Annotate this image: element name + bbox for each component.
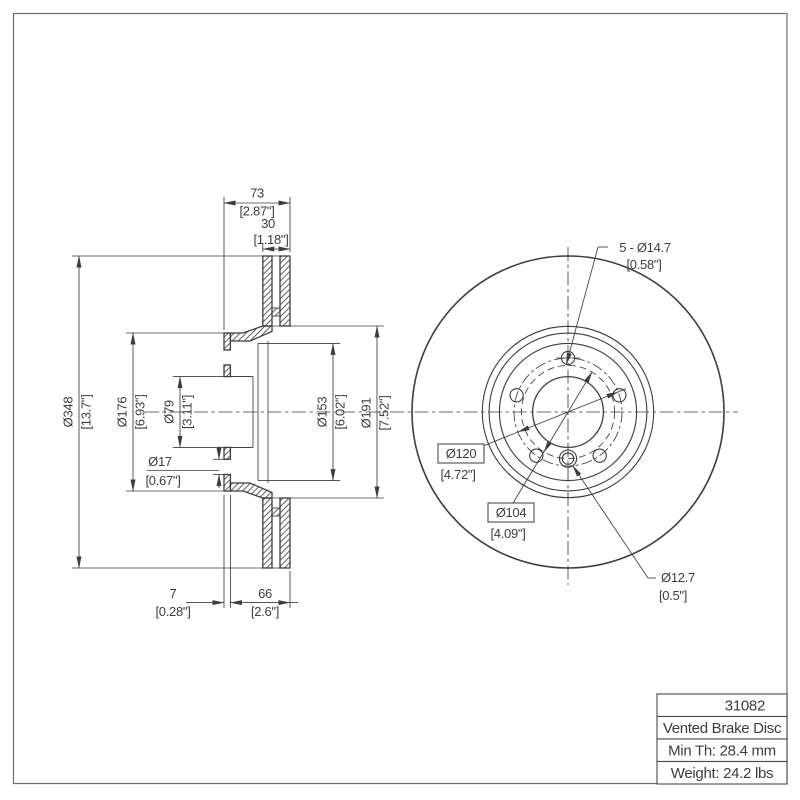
title-block-cells <box>656 693 788 785</box>
dim-66-mm: 66 <box>258 586 272 601</box>
dim-30-in: [1.18"] <box>253 232 288 247</box>
dim-79-mm: Ø79 <box>162 400 177 424</box>
dim-bolt-holes-in: [0.58"] <box>626 257 661 272</box>
dim-line-104-ext <box>511 451 545 506</box>
inboard-plate-lower <box>262 497 273 569</box>
leader-bolt-holes <box>565 246 599 365</box>
dim-17-in: [0.67"] <box>145 473 180 488</box>
dim-7-mm: 7 <box>170 586 177 601</box>
front-view-leaders <box>483 246 656 579</box>
bolt-hole <box>592 448 607 463</box>
set-screw-hole-inner <box>561 452 575 465</box>
hat-neck-upper <box>229 325 273 342</box>
title-block: 31082 Vented Brake Disc Min Th: 28.4 mm … <box>656 693 788 785</box>
dim-120-in: [4.72"] <box>440 467 475 482</box>
dim-104-box <box>487 502 535 523</box>
hat-face-seg4 <box>223 473 232 492</box>
recess-circle <box>498 342 638 482</box>
section-view <box>223 255 291 569</box>
title-block-row-weight <box>656 760 788 785</box>
dim-348-mm: Ø348 <box>61 397 76 428</box>
outboard-plate-lower <box>279 497 291 569</box>
outboard-plate-upper <box>279 255 291 327</box>
dim-120-mm: Ø120 <box>446 446 477 461</box>
dim-line-120-tail <box>617 388 627 393</box>
inboard-plate-upper <box>262 255 273 327</box>
dim-191-mm: Ø191 <box>359 398 374 429</box>
dim-153-in: [6.02"] <box>333 394 348 429</box>
dim-66-in: [2.6"] <box>251 604 279 619</box>
dim-79-in: [3.11"] <box>180 395 195 429</box>
dim-bolt-holes-mm: 5 - Ø14.7 <box>619 240 671 255</box>
dim-30-mm: 30 <box>261 216 275 231</box>
dim-17-mm: Ø17 <box>148 454 172 469</box>
front-view-labels: 5 - Ø14.7 [0.58"] Ø120 [4.72"] Ø104 [4.0… <box>440 240 695 603</box>
disc-outer-circle <box>411 255 725 569</box>
hat-face-seg2 <box>223 364 232 378</box>
dim-7-in: [0.28"] <box>155 604 190 619</box>
front-view: 5 - Ø14.7 [0.58"] Ø120 [4.72"] Ø104 [4.0… <box>411 240 725 603</box>
min-thickness: Min Th: 28.4 mm <box>668 743 776 760</box>
dim-104-mm: Ø104 <box>496 505 527 520</box>
section-dimension-labels: 73 [2.87"] 30 [1.18"] Ø348 [13.7"] Ø176 … <box>61 186 392 620</box>
part-description: Vented Brake Disc <box>663 720 782 737</box>
part-number: 31082 <box>725 698 765 715</box>
dim-line-120-ext <box>483 431 519 446</box>
hat-outer-circle <box>488 332 648 492</box>
vent-vane-upper <box>271 307 281 317</box>
dim-12.7-mm: Ø12.7 <box>661 570 695 585</box>
hat-neck-lower <box>229 482 273 499</box>
leader-set-screw <box>572 465 649 579</box>
dim-120-box <box>437 443 485 464</box>
dim-104-in: [4.09"] <box>490 526 525 541</box>
section-dimensions <box>72 197 384 608</box>
weight: Weight: 24.2 lbs <box>671 765 774 782</box>
title-block-row-part <box>656 693 788 718</box>
dim-176-mm: Ø176 <box>115 397 130 428</box>
extension-lines <box>72 197 384 608</box>
bolt-hole <box>529 448 544 463</box>
dim-348-in: [13.7"] <box>79 394 94 429</box>
dim-73-in: [2.87"] <box>239 204 274 219</box>
dim-73-mm: 73 <box>250 186 264 201</box>
dim-153-mm: Ø153 <box>315 397 330 428</box>
centerlines <box>145 247 738 585</box>
hat-face-seg1 <box>223 332 232 351</box>
section-cut-regions <box>223 255 291 569</box>
dimension-lines <box>76 200 380 606</box>
dim-line-104 <box>543 371 593 453</box>
dim-191-in: [7.52"] <box>377 395 392 430</box>
dim-12.7-in: [0.5"] <box>659 588 687 603</box>
page-border <box>12 12 788 785</box>
vent-vane-lower <box>271 507 281 517</box>
dim-176-in: [6.93"] <box>133 394 148 429</box>
brake-surface-inner-circle <box>481 325 655 499</box>
hat-face-seg3 <box>223 446 232 460</box>
